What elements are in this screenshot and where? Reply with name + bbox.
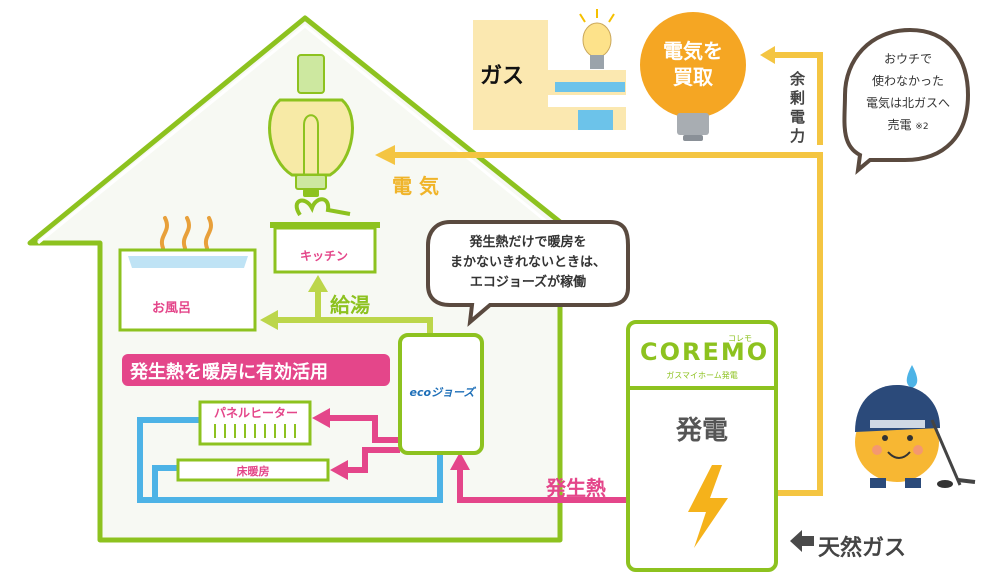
hot-water-arrow-kitchen <box>308 275 328 292</box>
ecojozu-logo: ecoジョーズ <box>409 386 475 399</box>
callout-mid-text: 発生熱だけで暖房を まかないきれないときは、 エコジョーズが稼働 <box>430 233 626 293</box>
coremo-logo: COREMO <box>640 338 770 366</box>
heat-arrow-floor <box>330 460 348 480</box>
buy-electricity-line1: 電気を <box>663 39 723 63</box>
heat-arrow-panel <box>312 408 330 428</box>
callout-top-note: ※2 <box>915 122 929 132</box>
callout-mid-line1: 発生熱だけで暖房を <box>469 235 587 250</box>
gas-company-label: ガス <box>480 64 525 89</box>
buy-electricity-label: 電気を 買取 <box>650 38 736 90</box>
panel-heater <box>198 400 312 446</box>
bath-label: お風呂 <box>152 301 192 316</box>
callout-top-line2: 使わなかった <box>871 74 944 88</box>
callout-top-line3: 電気は北ガスへ <box>865 96 950 110</box>
callout-mid-line3: エコジョーズが稼働 <box>469 275 587 290</box>
natural-gas-arrow-icon <box>790 530 814 552</box>
water-lines <box>137 417 443 503</box>
ecojozu-unit <box>398 333 484 455</box>
callout-top-line1: おウチで <box>883 52 932 66</box>
gas-company-building <box>473 20 626 130</box>
callout-top-line4: 売電 <box>887 118 912 132</box>
heat-arrow-ecojozu <box>450 452 470 470</box>
coremo-unit <box>626 320 778 572</box>
coremo-ruby: コレモ <box>728 334 752 343</box>
buy-electricity-line2: 買取 <box>673 65 713 89</box>
hot-water-label: 給湯 <box>330 293 370 317</box>
coremo-subtitle: ガスマイホーム発電 <box>666 371 738 380</box>
generated-heat-label: 発生熱 <box>546 476 606 500</box>
hot-water-arrow-bath <box>260 310 278 330</box>
callout-top-line4-row: 売電 ※2 <box>848 114 968 138</box>
buy-electricity-bulb <box>640 12 746 141</box>
callout-top-text: おウチで 使わなかった 電気は北ガスへ 売電 ※2 <box>848 48 968 138</box>
kitchen <box>270 197 380 274</box>
panel-heater-label: パネルヒーター <box>213 406 298 420</box>
mascot-character <box>855 365 976 488</box>
callout-top-bubble <box>842 27 971 175</box>
heating-banner-label: 発生熱を暖房に有効活用 <box>130 362 328 383</box>
power-generation-label: 発電 <box>675 416 728 446</box>
callout-mid-bubble <box>426 220 630 327</box>
bath <box>118 216 257 332</box>
electricity-arrow-bulb <box>760 46 775 64</box>
electricity-arrow-house <box>375 145 395 165</box>
lamp-icon <box>579 9 615 69</box>
lightning-icon <box>688 465 728 548</box>
natural-gas-label: 天然ガス <box>818 536 907 561</box>
house-light-bulb <box>268 54 354 197</box>
surplus-power-label: 余剰電力 <box>790 70 806 145</box>
heating-banner-bg <box>122 354 390 386</box>
electricity-lines <box>395 52 823 496</box>
kitchen-label: キッチン <box>299 249 348 263</box>
electricity-label: 電 気 <box>392 174 439 198</box>
floor-heating-label: 床暖房 <box>236 465 270 478</box>
floor-heating <box>176 458 330 482</box>
heat-lines <box>328 415 630 503</box>
callout-mid-line2: まかないきれないときは、 <box>449 255 606 270</box>
